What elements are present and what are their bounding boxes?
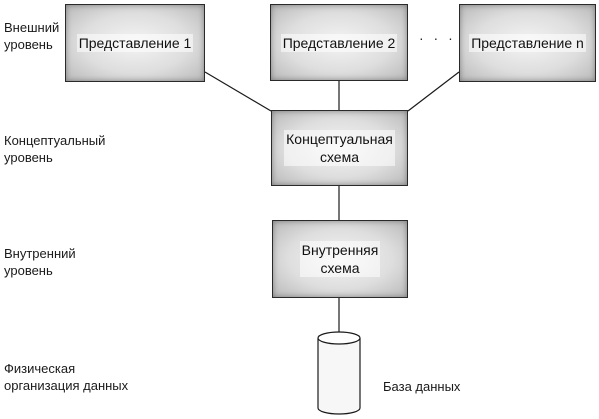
conceptual-schema-label: Концептуальная схема — [284, 130, 395, 166]
level-label-internal: Внутренний уровень — [4, 246, 76, 278]
view-2-box: Представление 2 — [270, 4, 408, 81]
conceptual-schema-box: Концептуальная схема — [271, 110, 408, 186]
internal-schema-label: Внутренняя схема — [299, 241, 381, 277]
database-cylinder-icon — [317, 331, 361, 415]
view-2-label: Представление 2 — [280, 33, 398, 52]
line-view1-to-conceptual — [204, 71, 272, 112]
view-n-box: Представление n — [459, 4, 596, 82]
view-1-box: Представление 1 — [65, 4, 205, 82]
level-label-conceptual: Концептуальный уровень — [4, 133, 106, 165]
view-n-label: Представление n — [469, 34, 586, 52]
ellipsis: · · · — [419, 30, 456, 46]
database-label: База данных — [383, 379, 461, 394]
internal-schema-box: Внутренняя схема — [272, 220, 408, 298]
line-viewn-to-conceptual — [407, 71, 460, 112]
level-label-physical: Физическая организация данных — [4, 361, 129, 393]
level-label-external: Внешний уровень — [4, 20, 60, 52]
view-1-label: Представление 1 — [76, 34, 194, 52]
